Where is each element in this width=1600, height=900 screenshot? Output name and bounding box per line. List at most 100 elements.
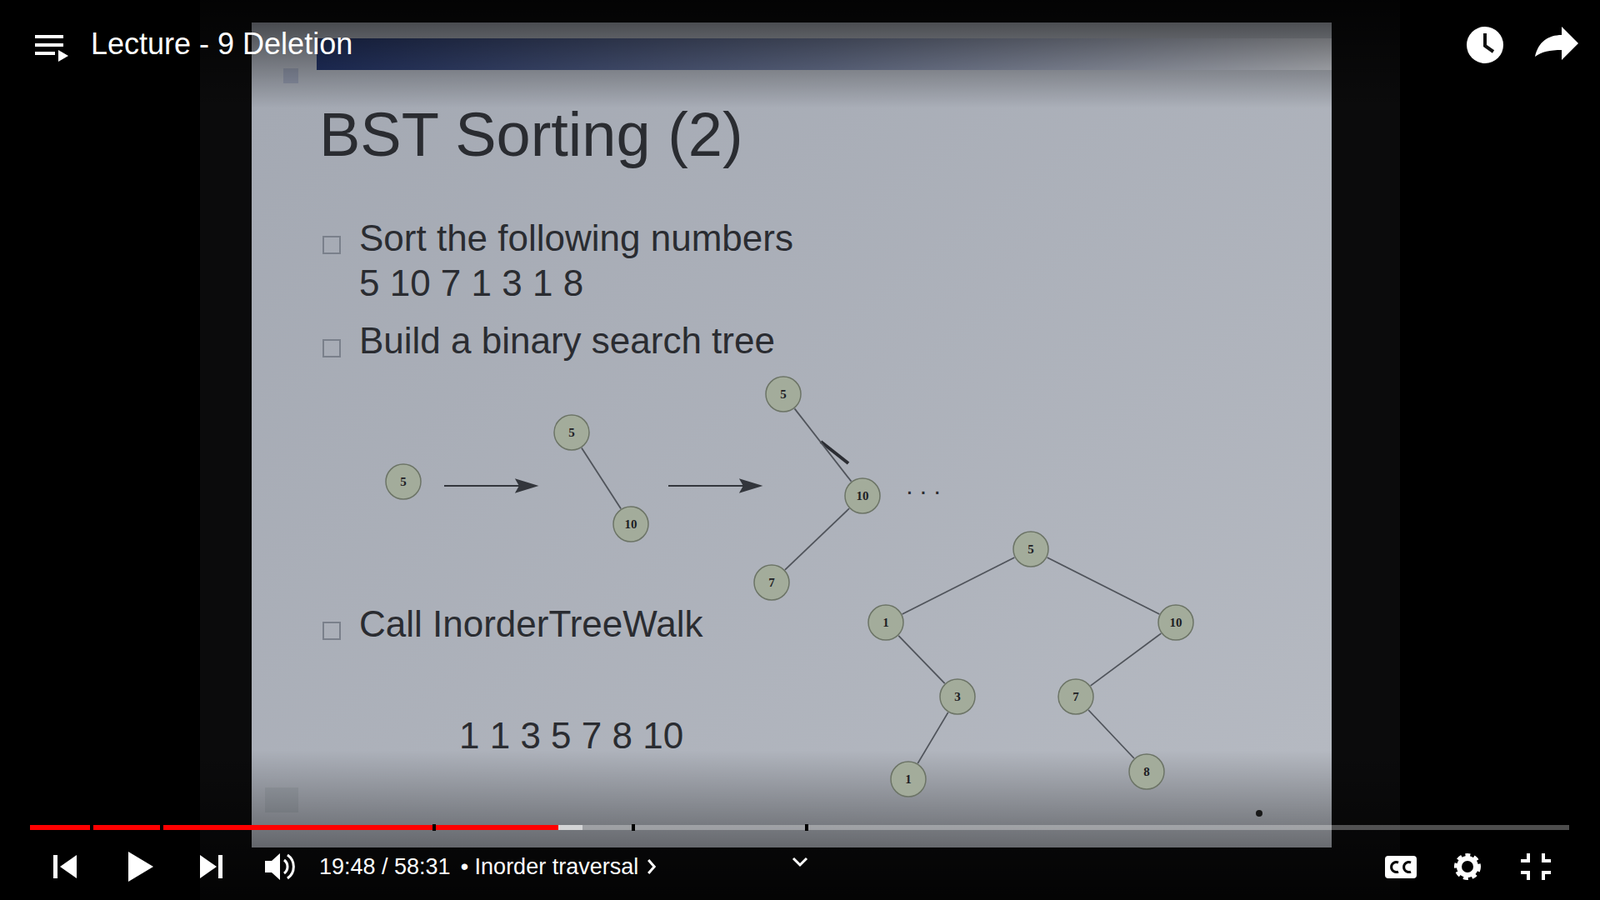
sorted-output: 1 1 3 5 7 8 10 (459, 717, 684, 755)
tree-node: 5 (553, 414, 590, 451)
node-circle (613, 506, 649, 542)
node-value: 10 (856, 490, 870, 503)
node-circle (868, 605, 904, 640)
tree-edge (1090, 633, 1162, 686)
step-arrow (668, 485, 748, 487)
tree-edge (898, 635, 945, 684)
number-list: 5 10 7 1 3 1 8 (359, 265, 584, 302)
tree-node: 1 (890, 760, 927, 798)
bullet-text: Call InorderTreeWalk (359, 605, 703, 643)
node-circle (754, 565, 790, 600)
progress-buffered (30, 825, 583, 830)
tree-node: 7 (1057, 678, 1095, 715)
bottom-shade (0, 750, 1600, 900)
tree-edge (1088, 710, 1135, 759)
tree-node: 5 (385, 463, 422, 500)
bullet-square (323, 340, 340, 357)
tree-node: 5 (1012, 530, 1050, 568)
tree-node: 10 (844, 477, 881, 515)
bullet-text: Build a binary search tree (359, 322, 775, 360)
cc-icon (1385, 855, 1417, 879)
tree-node: 10 (1157, 604, 1195, 641)
prev-bar (53, 855, 58, 879)
node-circle (845, 478, 880, 514)
tree-node: 5 (765, 375, 802, 413)
node-value: 10 (1170, 616, 1183, 630)
node-circle (1158, 605, 1194, 640)
slide-background (251, 22, 1332, 848)
tree-node: 1 (867, 604, 905, 641)
top-shade (0, 0, 1600, 109)
chapter-gap (160, 824, 164, 831)
tree-edge (795, 408, 852, 481)
watch-later-icon (1466, 26, 1504, 64)
progress-bar (30, 824, 1570, 831)
node-value: 10 (625, 518, 638, 531)
node-circle (940, 679, 975, 715)
step-arrows (444, 480, 760, 492)
tree-node: 3 (939, 678, 976, 715)
node-value: 7 (1072, 690, 1080, 704)
share-icon (1535, 26, 1579, 60)
arrow-head (740, 480, 760, 492)
node-value: 5 (400, 475, 407, 489)
chapter-gap (805, 824, 809, 831)
node-circle (765, 376, 801, 412)
play-icon (128, 851, 154, 882)
bullet-square (323, 622, 340, 640)
video-title: Lecture - 9 Deletion (90, 29, 353, 60)
volume-wave (284, 860, 288, 874)
bullet-square (323, 236, 340, 254)
gear-teeth (1457, 856, 1478, 877)
node-value: 7 (768, 576, 775, 590)
chapter-gap (90, 824, 94, 831)
tree-node: 8 (1128, 753, 1165, 790)
tree-node: 10 (612, 505, 650, 543)
tree-edge (785, 508, 850, 570)
clock-hands (1485, 33, 1494, 52)
step-arrow (444, 485, 524, 487)
time-display: 19:48 / 58:31 (319, 855, 451, 879)
tree-node: 7 (753, 564, 790, 601)
node-circle (1058, 679, 1094, 715)
node-value: 5 (780, 388, 787, 401)
menu-line (35, 35, 64, 39)
tree-edge (902, 557, 1015, 615)
chapter-gap (432, 824, 436, 831)
slide-title: BST Sorting (2) (319, 104, 744, 166)
menu-line (35, 43, 64, 47)
chapter-gap (631, 824, 635, 831)
chapter-chevron (648, 860, 655, 874)
next-bar (218, 855, 223, 879)
node-circle (890, 761, 926, 797)
tree-edge (1047, 557, 1160, 615)
player-controls (53, 851, 1551, 882)
prev-icon (60, 855, 77, 879)
progress-track (30, 825, 1570, 830)
menu-line (35, 51, 55, 55)
node-circle (1129, 754, 1165, 790)
node-value: 3 (954, 690, 961, 704)
volume-wave (287, 855, 294, 879)
gear-icon (1459, 858, 1476, 875)
node-circle (554, 415, 590, 450)
cc-mark (1404, 862, 1411, 873)
node-circle (385, 464, 421, 500)
progress-played (30, 825, 559, 830)
cc-mark (1391, 862, 1399, 873)
volume-icon (265, 853, 280, 880)
node-value: 8 (1143, 765, 1150, 779)
exit-fullscreen-icon (1520, 853, 1551, 880)
arrow-head (516, 480, 536, 492)
node-value: 5 (1027, 543, 1035, 556)
chapter-name: • Inorder traversal (460, 855, 640, 879)
node-value: 1 (905, 773, 912, 786)
node-circle (1013, 531, 1049, 567)
bullet-squares (323, 236, 340, 640)
ellipsis: . . . (905, 473, 941, 499)
node-value: 1 (882, 616, 890, 630)
menu-play (58, 50, 69, 62)
